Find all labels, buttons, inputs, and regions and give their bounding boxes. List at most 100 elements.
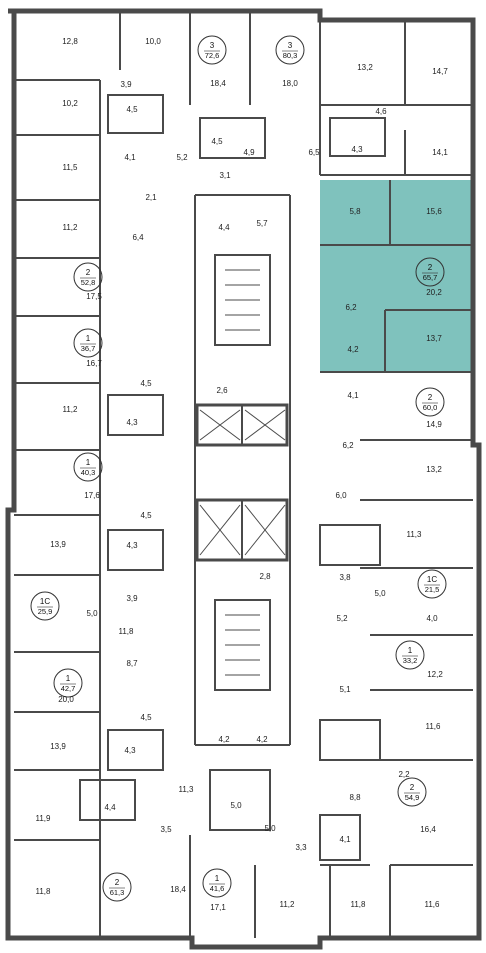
room-area-label: 11,6 bbox=[426, 722, 442, 731]
apartment-badge[interactable]: 261,3 bbox=[102, 872, 132, 902]
room-area-label: 14,7 bbox=[432, 67, 448, 76]
apartment-rooms: 2 bbox=[428, 393, 433, 402]
room-area-label: 4,1 bbox=[339, 835, 351, 844]
room-area-label: 20,0 bbox=[58, 695, 74, 704]
room-area-label: 16,7 bbox=[86, 359, 102, 368]
room-area-label: 11,5 bbox=[63, 163, 79, 172]
room-area-label: 3,9 bbox=[120, 80, 132, 89]
room-area-label: 8,8 bbox=[349, 793, 361, 802]
apartment-badge[interactable]: 140,3 bbox=[73, 452, 103, 482]
apartment-badges: 372,6380,3252,8136,7140,31С25,9142,7261,… bbox=[30, 35, 447, 902]
room-area-label: 2,2 bbox=[398, 770, 410, 779]
room-area-label: 4,1 bbox=[124, 153, 136, 162]
apartment-area: 72,6 bbox=[205, 51, 220, 60]
apartment-badge[interactable]: 254,9 bbox=[397, 777, 427, 807]
badge-circle bbox=[275, 35, 305, 65]
room-area-label: 5,2 bbox=[176, 153, 188, 162]
badge-circle bbox=[202, 868, 232, 898]
room-area-label: 4,1 bbox=[347, 391, 359, 400]
apartment-area: 52,8 bbox=[81, 278, 96, 287]
badge-circle bbox=[73, 328, 103, 358]
apartment-rooms: 1 bbox=[86, 334, 91, 343]
room-area-label: 5,7 bbox=[256, 219, 268, 228]
room-area-label: 11,2 bbox=[280, 900, 296, 909]
apartment-badge[interactable]: 260,0 bbox=[415, 387, 445, 417]
room-area-label: 4,2 bbox=[256, 735, 268, 744]
room-area-label: 11,8 bbox=[36, 887, 52, 896]
room-area-label: 4,9 bbox=[243, 148, 255, 157]
room-area-label: 4,5 bbox=[126, 105, 138, 114]
apartment-area: 25,9 bbox=[38, 607, 53, 616]
room-area-label: 10,2 bbox=[62, 99, 78, 108]
room-area-label: 13,9 bbox=[50, 540, 66, 549]
badge-circle bbox=[53, 668, 83, 698]
room-area-label: 5,0 bbox=[374, 589, 386, 598]
interior-walls bbox=[14, 11, 473, 938]
apartment-area: 60,0 bbox=[423, 403, 438, 412]
apartment-area: 40,3 bbox=[81, 468, 96, 477]
badge-circle bbox=[415, 387, 445, 417]
room-area-label: 2,8 bbox=[259, 572, 271, 581]
apartment-rooms: 2 bbox=[410, 783, 415, 792]
room-area-label: 11,8 bbox=[351, 900, 367, 909]
apartment-rooms: 1 bbox=[86, 458, 91, 467]
room-area-label: 11,8 bbox=[119, 627, 135, 636]
badge-circle bbox=[197, 35, 227, 65]
highlighted-apartment[interactable] bbox=[320, 180, 473, 372]
room-area-label: 11,2 bbox=[63, 223, 79, 232]
apartment-rooms: 1 bbox=[215, 874, 220, 883]
apartment-area: 54,9 bbox=[405, 793, 420, 802]
room-area-label: 13,7 bbox=[426, 334, 442, 343]
badge-circle bbox=[397, 777, 427, 807]
apartment-badge[interactable]: 136,7 bbox=[73, 328, 103, 358]
room-area-label: 16,4 bbox=[420, 825, 436, 834]
room-area-label: 2,1 bbox=[145, 193, 157, 202]
apartment-rooms: 1С bbox=[40, 597, 50, 606]
room-area-label: 11,9 bbox=[36, 814, 52, 823]
room-area-label: 5,0 bbox=[264, 824, 276, 833]
room-area-label: 17,6 bbox=[84, 491, 100, 500]
room-area-label: 12,8 bbox=[62, 37, 78, 46]
room-area-label: 4,0 bbox=[426, 614, 438, 623]
apartment-badge[interactable]: 252,8 bbox=[73, 262, 103, 292]
room-area-label: 3,1 bbox=[219, 171, 231, 180]
room-area-label: 4,3 bbox=[351, 145, 363, 154]
stairs bbox=[199, 269, 286, 676]
apartment-badge[interactable]: 372,6 bbox=[197, 35, 227, 65]
room-area-label: 6,4 bbox=[132, 233, 144, 242]
apartment-badge[interactable]: 265,7 bbox=[415, 257, 445, 287]
room-area-label: 13,9 bbox=[50, 742, 66, 751]
room-area-label: 6,0 bbox=[335, 491, 347, 500]
room-area-label: 3,8 bbox=[339, 573, 351, 582]
apartment-rooms: 3 bbox=[210, 41, 215, 50]
room-area-label: 4,3 bbox=[126, 418, 138, 427]
room-area-label: 18,4 bbox=[210, 79, 226, 88]
badge-circle bbox=[102, 872, 132, 902]
room-area-label: 4,5 bbox=[140, 713, 152, 722]
apartment-rooms: 1 bbox=[408, 646, 413, 655]
apartment-area: 65,7 bbox=[423, 273, 438, 282]
room-area-label: 12,2 bbox=[427, 670, 443, 679]
apartment-badge[interactable]: 380,3 bbox=[275, 35, 305, 65]
apartment-rooms: 2 bbox=[428, 263, 433, 272]
room-area-label: 6,5 bbox=[308, 148, 320, 157]
apartment-area: 33,2 bbox=[403, 656, 418, 665]
apartment-badge[interactable]: 142,7 bbox=[53, 668, 83, 698]
badge-circle bbox=[73, 262, 103, 292]
room-area-label: 11,3 bbox=[407, 530, 423, 539]
room-area-label: 4,2 bbox=[218, 735, 230, 744]
apartment-badge[interactable]: 133,2 bbox=[395, 640, 425, 670]
room-area-label: 17,5 bbox=[86, 292, 102, 301]
room-area-label: 2,6 bbox=[216, 386, 228, 395]
apartment-rooms: 1 bbox=[66, 674, 71, 683]
room-area-label: 3,9 bbox=[126, 594, 138, 603]
badge-circle bbox=[415, 257, 445, 287]
room-area-label: 4,3 bbox=[126, 541, 138, 550]
apartment-badge[interactable]: 141,6 bbox=[202, 868, 232, 898]
room-area-label: 20,2 bbox=[426, 288, 442, 297]
room-area-label: 4,3 bbox=[124, 746, 136, 755]
